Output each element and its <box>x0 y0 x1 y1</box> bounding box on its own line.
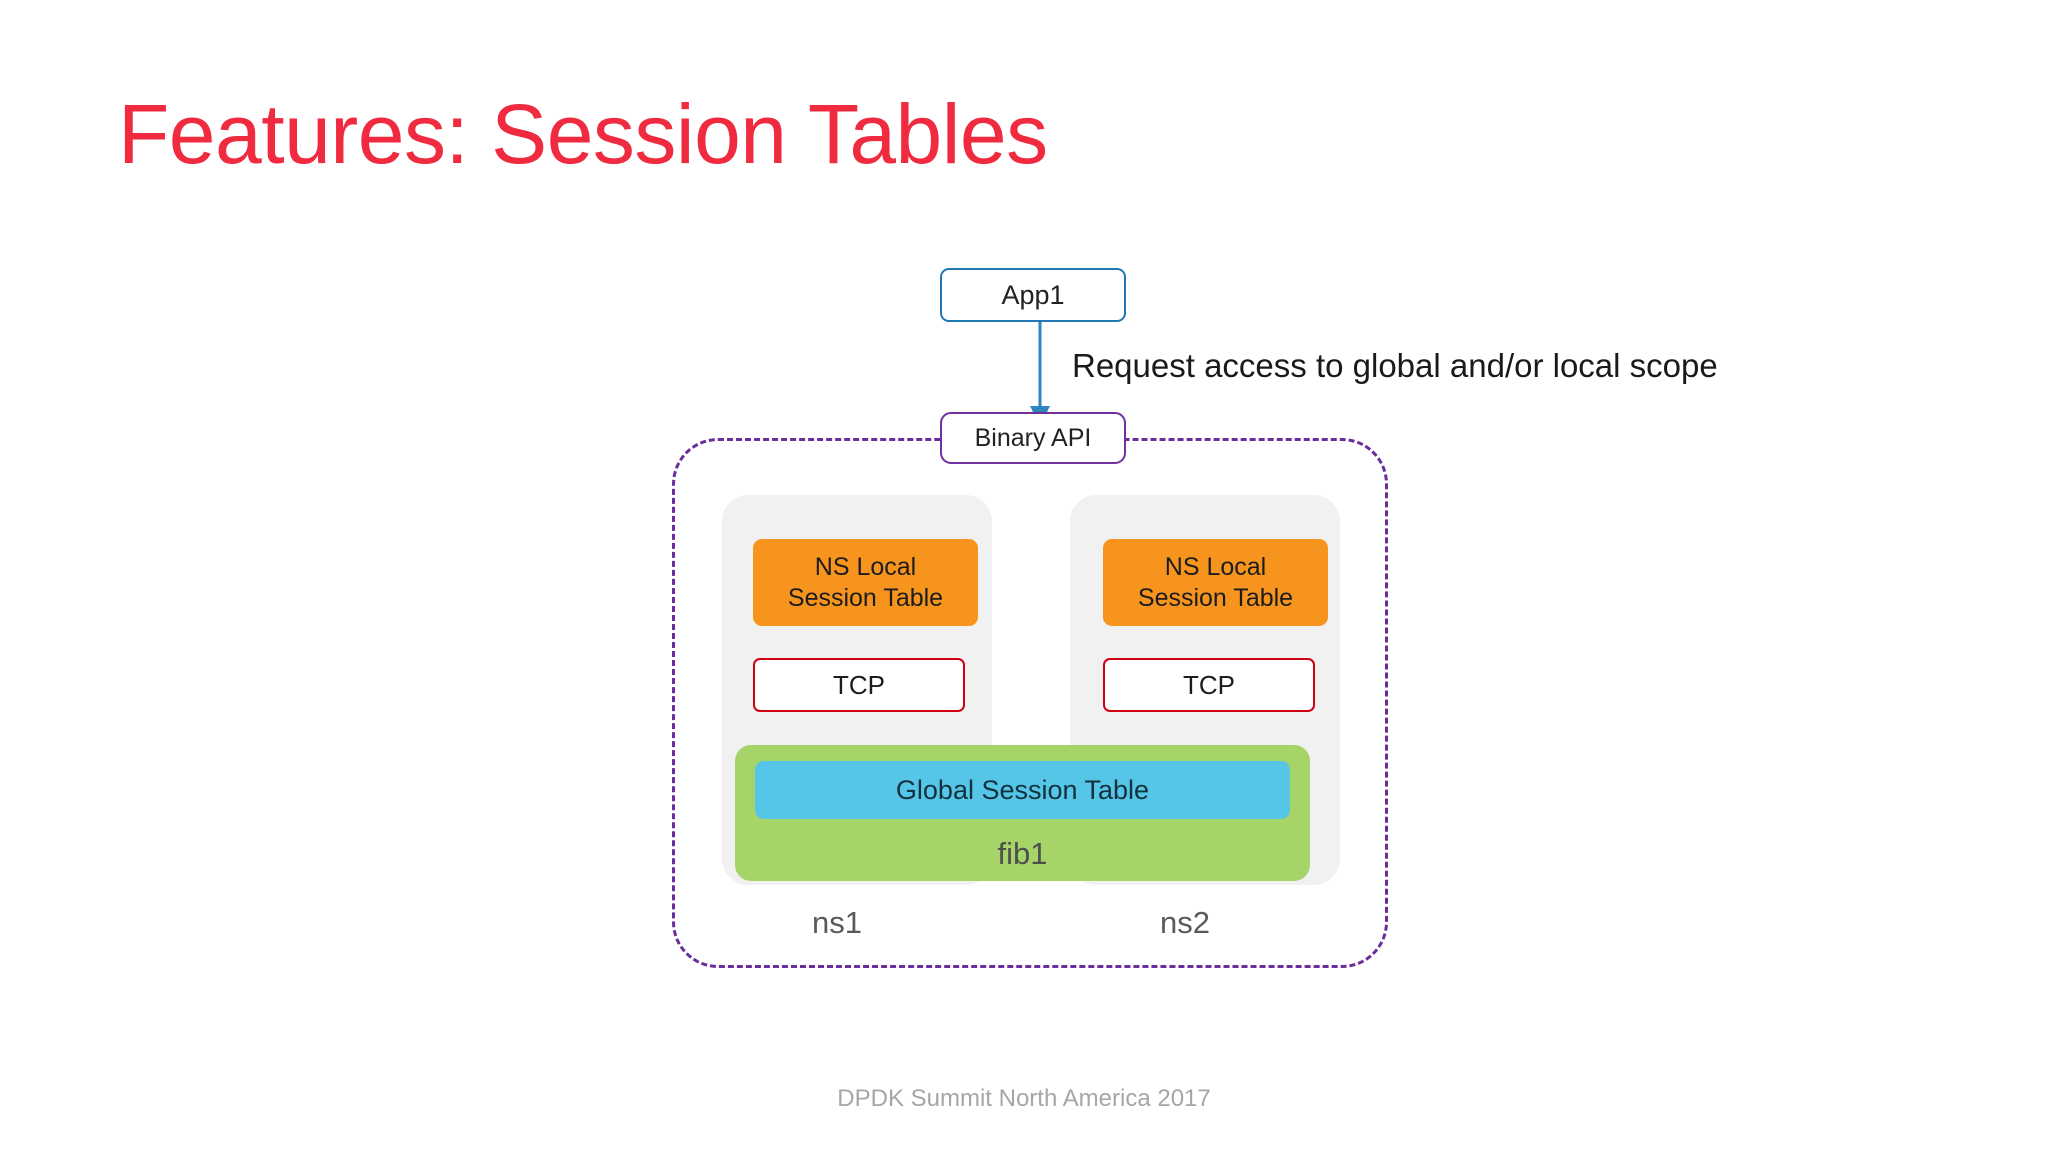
global-session-table-label: Global Session Table <box>895 774 1150 805</box>
request-annotation: Request access to global and/or local sc… <box>1072 347 1718 384</box>
app1-label: App1 <box>1001 279 1065 310</box>
ns-local-session-table-ns2-line1: NS Local <box>1164 553 1267 581</box>
ns-local-session-table-ns2[interactable]: NS Local Session Table <box>1103 539 1328 626</box>
slide-footer: DPDK Summit North America 2017 <box>837 1085 1211 1112</box>
page-title: Features: Session Tables <box>118 87 1048 181</box>
tcp-label-ns1: TCP <box>833 669 885 700</box>
binary-api-box[interactable]: Binary API <box>940 412 1126 464</box>
tcp-box-ns2[interactable]: TCP <box>1103 658 1315 712</box>
ns-local-session-table-ns1-line2: Session Table <box>787 583 944 612</box>
tcp-box-ns1[interactable]: TCP <box>753 658 965 712</box>
ns-local-session-table-ns2-line2: Session Table <box>1137 583 1294 612</box>
ns-local-session-table-ns1-line1: NS Local <box>814 553 917 581</box>
binary-api-label: Binary API <box>974 423 1092 452</box>
global-session-table-box[interactable]: Global Session Table <box>755 761 1290 819</box>
tcp-label-ns2: TCP <box>1183 669 1235 700</box>
ns-local-session-table-ns1[interactable]: NS Local Session Table <box>753 539 978 626</box>
namespace-caption-ns1: ns1 <box>812 905 862 940</box>
namespace-caption-ns2: ns2 <box>1160 905 1210 940</box>
app1-box[interactable]: App1 <box>940 268 1126 322</box>
fib1-label: fib1 <box>997 836 1048 871</box>
